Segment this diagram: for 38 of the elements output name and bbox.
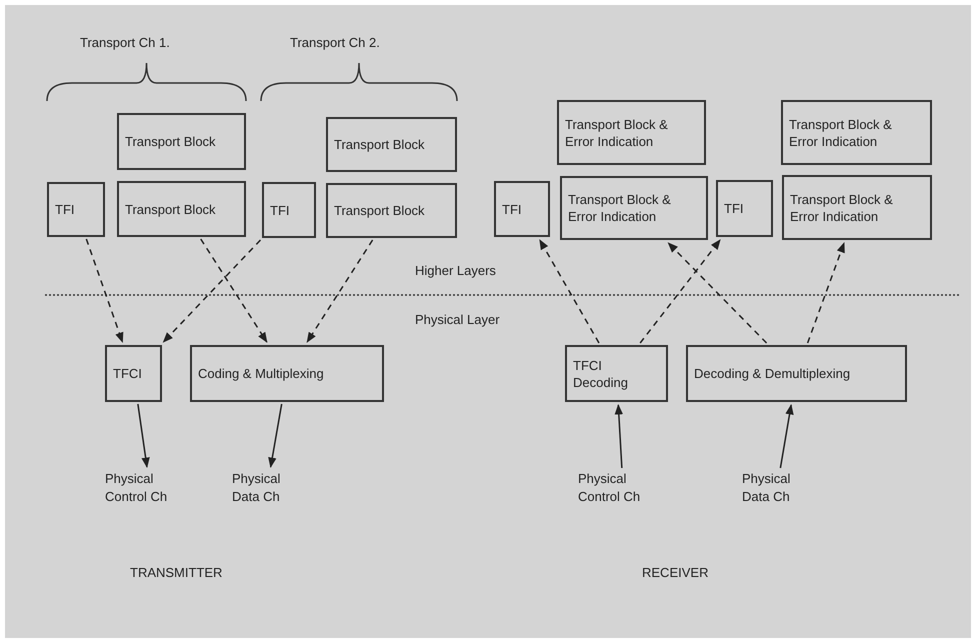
arrow — [86, 238, 124, 343]
process-box: Transport Block — [117, 181, 246, 237]
section-heading: TRANSMITTER — [130, 565, 222, 580]
arrow — [806, 242, 845, 344]
process-box: Transport Block & Error Indication — [781, 100, 932, 165]
channel-heading: Transport Ch 2. — [290, 35, 380, 50]
layer-label: Higher Layers — [415, 263, 496, 278]
layer-label: Physical Layer — [415, 312, 500, 327]
channel-heading: Transport Ch 1. — [80, 35, 170, 50]
process-box: Transport Block — [326, 117, 457, 172]
channel-label: Physical Control Ch — [578, 470, 668, 506]
process-box: TFI — [262, 182, 316, 238]
arrow — [640, 239, 721, 344]
arrow — [200, 238, 268, 343]
arrow — [162, 239, 262, 343]
arrow — [668, 242, 768, 344]
process-box: TFI — [47, 182, 105, 237]
channel-label: Physical Data Ch — [742, 470, 812, 506]
process-box: Transport Block — [117, 113, 246, 170]
process-box: Decoding & Demultiplexing — [686, 345, 907, 402]
process-box: Transport Block & Error Indication — [782, 175, 932, 240]
arrow — [614, 404, 624, 468]
arrow — [137, 404, 150, 468]
process-box: Transport Block & Error Indication — [560, 176, 708, 240]
arrow — [268, 404, 282, 468]
process-box: Coding & Multiplexing — [190, 345, 384, 402]
process-box: TFI — [494, 181, 550, 237]
process-box: TFI — [716, 180, 773, 237]
process-box: Transport Block & Error Indication — [557, 100, 706, 165]
arrow — [306, 240, 374, 343]
channel-label: Physical Control Ch — [105, 470, 195, 506]
section-heading: RECEIVER — [642, 565, 708, 580]
process-box: TFCI — [105, 345, 162, 402]
arrow — [780, 404, 794, 468]
channel-label: Physical Data Ch — [232, 470, 302, 506]
process-box: TFCI Decoding — [565, 345, 668, 402]
process-box: Transport Block — [326, 183, 457, 238]
arrow — [539, 239, 600, 344]
